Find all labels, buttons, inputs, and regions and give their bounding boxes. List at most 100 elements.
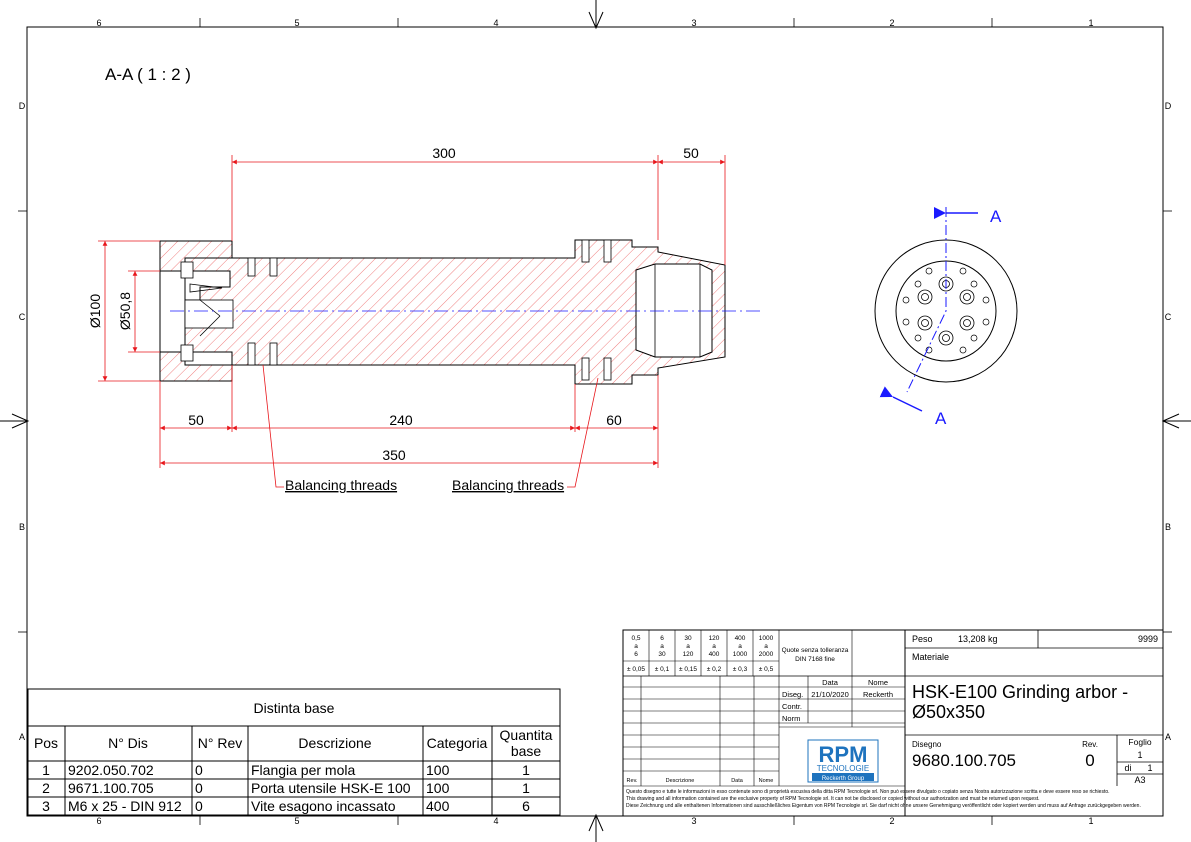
drawing-title-line2: Ø50x350 bbox=[912, 702, 985, 722]
svg-text:1: 1 bbox=[522, 762, 530, 778]
bom-header-pos: Pos bbox=[34, 735, 58, 751]
norm-label: Norm bbox=[782, 714, 800, 723]
legal-de: Diese Zeichnung und alle enthaltenen Inf… bbox=[626, 803, 1141, 809]
flange-bore bbox=[159, 270, 186, 353]
dim-60: 60 bbox=[606, 412, 622, 428]
disegno-value: 9680.100.705 bbox=[912, 751, 1016, 770]
bom-row-2: 2 9671.100.705 0 Porta utensile HSK-E 10… bbox=[42, 780, 530, 796]
dimension-lines bbox=[98, 155, 726, 488]
zone-bottom-4: 4 bbox=[493, 816, 498, 826]
svg-text:Vite esagono incassato: Vite esagono incassato bbox=[251, 798, 396, 814]
peso-value: 13,208 kg bbox=[958, 634, 998, 644]
small-holes bbox=[902, 267, 990, 354]
foglio-label: Foglio bbox=[1128, 737, 1151, 747]
zone-left-A: A bbox=[19, 732, 25, 742]
svg-text:M6 x 25 - DIN 912: M6 x 25 - DIN 912 bbox=[68, 798, 182, 814]
svg-text:6: 6 bbox=[522, 798, 530, 814]
dim-240: 240 bbox=[389, 412, 413, 428]
svg-text:9671.100.705: 9671.100.705 bbox=[68, 780, 154, 796]
code-9999: 9999 bbox=[1138, 634, 1158, 644]
section-marker-top: A bbox=[990, 207, 1002, 226]
dim-50-top: 50 bbox=[683, 145, 699, 161]
tol-value-2: ± 0,1 bbox=[655, 666, 670, 673]
zone-left-D: D bbox=[19, 101, 26, 111]
zone-right-C: C bbox=[1165, 312, 1172, 322]
title-block bbox=[622, 629, 1164, 817]
rev-label: Rev. bbox=[1082, 740, 1098, 749]
svg-text:100: 100 bbox=[426, 780, 450, 796]
contr-label: Contr. bbox=[782, 702, 802, 711]
callouts: Balancing threads Balancing threads bbox=[285, 477, 564, 493]
diseg-name: Reckerth bbox=[863, 690, 893, 699]
arbor-body bbox=[184, 239, 726, 385]
logo-sub: TECNOLOGIE bbox=[817, 764, 869, 773]
descrizione-col-header: Descrizione bbox=[666, 778, 695, 784]
nome-label: Nome bbox=[868, 678, 888, 687]
section-title: A-A ( 1 : 2 ) bbox=[105, 65, 191, 84]
tol-value-4: ± 0,2 bbox=[707, 666, 722, 673]
svg-text:0: 0 bbox=[195, 762, 203, 778]
rev-col-header: Rev. bbox=[627, 778, 638, 784]
zone-top-2: 2 bbox=[889, 18, 894, 28]
bom-row-1: 1 9202.050.702 0 Flangia per mola 100 1 bbox=[42, 762, 530, 778]
bom-header-rev: N° Rev bbox=[198, 735, 243, 751]
flange-bottom bbox=[159, 351, 233, 382]
bom-row-3: 3 M6 x 25 - DIN 912 0 Vite esagono incas… bbox=[42, 798, 530, 814]
zone-top-4: 4 bbox=[493, 18, 498, 28]
rev-value: 0 bbox=[1085, 751, 1094, 770]
zone-bottom-6: 6 bbox=[96, 816, 101, 826]
zone-top-3: 3 bbox=[691, 18, 696, 28]
nome-col-header: Nome bbox=[759, 778, 774, 784]
bom-header-desc: Descrizione bbox=[298, 735, 371, 751]
dim-300: 300 bbox=[432, 145, 456, 161]
svg-text:Flangia per mola: Flangia per mola bbox=[251, 762, 355, 778]
bom-title: Distinta base bbox=[254, 700, 335, 716]
svg-text:Porta utensile HSK-E 100: Porta utensile HSK-E 100 bbox=[251, 780, 411, 796]
dim-50-bottom: 50 bbox=[188, 412, 204, 428]
svg-text:0: 0 bbox=[195, 798, 203, 814]
di-value: 1 bbox=[1147, 763, 1152, 773]
zone-top-5: 5 bbox=[294, 18, 299, 28]
diseg-label: Diseg. bbox=[782, 690, 803, 699]
tol-value-1: ± 0,05 bbox=[627, 666, 645, 673]
legal-it: Questo disegno e tutte le informazioni i… bbox=[626, 789, 1110, 795]
callout-balancing-left: Balancing threads bbox=[285, 477, 397, 493]
svg-text:9202.050.702: 9202.050.702 bbox=[68, 762, 154, 778]
hsk-bore bbox=[635, 263, 713, 358]
zone-top-6: 6 bbox=[96, 18, 101, 28]
logo-main: RPM bbox=[819, 742, 868, 767]
bolt-holes bbox=[917, 276, 975, 346]
section-marker-bottom: A bbox=[935, 409, 947, 428]
svg-text:1: 1 bbox=[522, 780, 530, 796]
screw-head-top bbox=[180, 261, 194, 279]
screw-head-bottom bbox=[180, 344, 194, 362]
legal-notice: Questo disegno e tutte le informazioni i… bbox=[626, 789, 1141, 809]
zone-right-A: A bbox=[1165, 732, 1171, 742]
svg-text:0: 0 bbox=[195, 780, 203, 796]
legal-en: This drawing and all information contain… bbox=[626, 796, 1039, 802]
screw-bore bbox=[184, 299, 234, 329]
drawing-title-line1: HSK-E100 Grinding arbor - bbox=[912, 682, 1128, 702]
frame-ticks bbox=[18, 18, 1172, 825]
tol-value-5: ± 0,3 bbox=[733, 666, 748, 673]
dim-dia100: Ø100 bbox=[87, 294, 103, 328]
logo-group: Reckerth Group bbox=[822, 776, 865, 782]
zone-left-C: C bbox=[19, 312, 26, 322]
dimension-texts: 300 50 Ø100 Ø50,8 50 240 60 350 bbox=[87, 145, 699, 463]
foglio-value: 1 bbox=[1137, 750, 1142, 760]
zone-bottom-5: 5 bbox=[294, 816, 299, 826]
dim-dia50-8: Ø50,8 bbox=[117, 292, 133, 330]
zone-left-B: B bbox=[19, 522, 25, 532]
callout-balancing-right: Balancing threads bbox=[452, 477, 564, 493]
svg-text:2: 2 bbox=[42, 780, 50, 796]
rpm-logo: RPM TECNOLOGIE Reckerth Group bbox=[807, 739, 879, 783]
tol-value-6: ± 0,5 bbox=[759, 666, 774, 673]
